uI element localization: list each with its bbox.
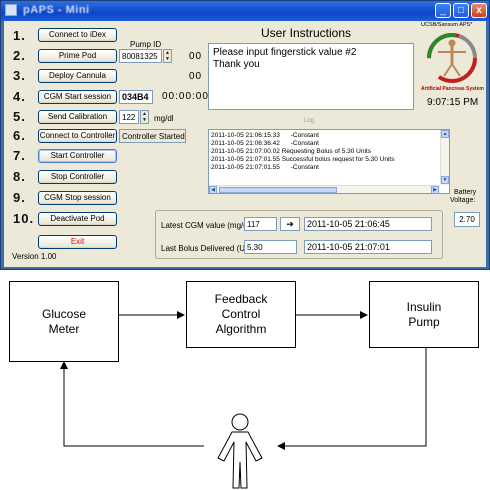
trend-arrow-icon: ➔ <box>280 217 300 231</box>
calibration-unit: mg/dl <box>154 114 174 123</box>
start-controller-button[interactable]: Start Controller <box>38 149 117 163</box>
cgm-session-timer: 00:00:00 <box>162 91 209 102</box>
step-number: 3. <box>13 68 26 83</box>
calibration-stepper[interactable]: ▲▼ <box>140 110 149 124</box>
send-calibration-button[interactable]: Send Calibration <box>38 110 117 124</box>
scroll-down-icon[interactable]: ▼ <box>441 176 449 184</box>
scroll-thumb[interactable] <box>219 187 337 193</box>
minimize-button[interactable]: _ <box>435 3 451 18</box>
instructions-title: User Instructions <box>261 26 352 40</box>
logo-top-text: UCSB/Sansum APS* <box>421 22 473 28</box>
exit-button[interactable]: Exit <box>38 235 117 249</box>
battery-label: Battery <box>454 189 477 196</box>
latest-values-group <box>155 210 443 259</box>
app-icon <box>5 4 17 16</box>
box-label: Glucose <box>41 306 87 321</box>
arrow-person-to-meter <box>60 361 204 447</box>
insulin-pump-box: Insulin Pump <box>369 281 479 348</box>
pump-id-stepper[interactable]: ▲▼ <box>163 49 172 63</box>
step-number: 9. <box>13 190 26 205</box>
log-row: 2011-10-05 21:07:01.55 Successful bolus … <box>211 156 395 163</box>
last-bolus-label: Last Bolus Delivered (U) <box>161 244 248 253</box>
step-number: 5. <box>13 109 26 124</box>
calibration-value-field[interactable]: 122 <box>119 110 139 124</box>
step-number: 7. <box>13 148 26 163</box>
step-number: 6. <box>13 128 26 143</box>
connect-controller-button[interactable]: Connect to Controller <box>38 129 117 143</box>
step-number: 8. <box>13 169 26 184</box>
window-title: pAPS - Mini <box>23 4 90 16</box>
battery-label: Voltage: <box>450 197 476 204</box>
version-label: Version 1.00 <box>12 252 57 261</box>
box-label: Algorithm <box>215 322 267 336</box>
scroll-left-icon[interactable]: ◀ <box>209 186 217 193</box>
box-label: Insulin <box>406 299 442 314</box>
title-bar[interactable]: pAPS - Mini _ □ x <box>1 1 489 21</box>
person-icon <box>217 413 263 489</box>
scroll-up-icon[interactable]: ▲ <box>441 130 449 138</box>
log-row: 2011-10-05 21:06:15.33 -Constant <box>211 132 319 139</box>
log-row: 2011-10-05 21:06:36.42 -Constant <box>211 140 319 147</box>
box-label: Feedback <box>214 292 268 306</box>
close-button[interactable]: x <box>471 3 487 18</box>
scroll-right-icon[interactable]: ▶ <box>431 186 439 193</box>
log-vertical-scrollbar[interactable]: ▲ ▼ <box>440 130 449 185</box>
box-label: Control <box>221 307 261 321</box>
log-row: 2011-10-05 21:07:00.02 Requesting Bolus … <box>211 148 371 155</box>
latest-cgm-label: Latest CGM value (mg/dl) <box>161 221 253 230</box>
latest-cgm-time: 2011-10-05 21:06:45 <box>304 217 432 231</box>
log-row: 2011-10-05 21:07:01.55 -Constant <box>211 164 319 171</box>
glucose-meter-box: Glucose Meter <box>9 281 119 362</box>
latest-cgm-field: 117 <box>244 217 277 231</box>
cgm-transmitter-field[interactable]: 034B4 <box>119 90 153 104</box>
stop-controller-button[interactable]: Stop Controller <box>38 170 117 184</box>
log-listbox[interactable]: 2011-10-05 21:06:15.33 -Constant 2011-10… <box>208 129 450 194</box>
controller-status-field: Controller Started <box>119 129 186 143</box>
step-number: 1. <box>13 28 26 43</box>
feedback-loop-diagram <box>60 311 427 489</box>
box-label: Meter <box>48 321 80 336</box>
last-bolus-time: 2011-10-05 21:07:01 <box>304 240 432 254</box>
deactivate-pod-button[interactable]: Deactivate Pod <box>38 212 117 226</box>
deploy-cannula-button[interactable]: Deploy Cannula <box>38 69 117 83</box>
cgm-stop-session-button[interactable]: CGM Stop session <box>38 191 117 205</box>
instruction-line: Thank you <box>213 59 260 70</box>
pump-id-label: Pump ID <box>130 40 162 49</box>
cannula-status: 00 <box>189 71 203 82</box>
arrow-pump-to-person <box>277 348 427 450</box>
prime-status: 00 <box>189 51 203 62</box>
box-label: Pump <box>408 314 440 329</box>
pump-id-field[interactable]: 80081325 <box>119 49 162 63</box>
logo-bottom-text: Artificial Pancreas System <box>421 86 484 92</box>
prime-pod-button[interactable]: Prime Pod <box>38 49 117 63</box>
battery-voltage-field: 2.70 <box>454 212 480 227</box>
step-number: 10. <box>13 211 35 226</box>
step-number: 4. <box>13 89 26 104</box>
main-panel: 1. 2. 3. 4. 5. 6. 7. 8. 9. 10. Connect t… <box>4 21 486 267</box>
step-number: 2. <box>13 48 26 63</box>
log-label: Log <box>304 118 315 124</box>
aps-logo-icon <box>427 33 477 83</box>
last-bolus-field: 5.30 <box>244 240 297 254</box>
app-window: pAPS - Mini _ □ x 1. 2. 3. 4. 5. 6. 7. 8… <box>0 0 490 270</box>
log-horizontal-scrollbar[interactable]: ◀ ▶ <box>209 185 440 193</box>
instruction-line: Please input fingerstick value #2 <box>213 47 357 58</box>
feedback-algorithm-box: Feedback Control Algorithm <box>186 281 296 348</box>
instructions-box: Please input fingerstick value #2 Thank … <box>208 43 414 110</box>
maximize-button[interactable]: □ <box>453 3 469 18</box>
clock-display: 9:07:15 PM <box>427 97 479 108</box>
cgm-start-session-button[interactable]: CGM Start session <box>38 90 117 104</box>
connect-idex-button[interactable]: Connect to iDex <box>38 28 117 42</box>
